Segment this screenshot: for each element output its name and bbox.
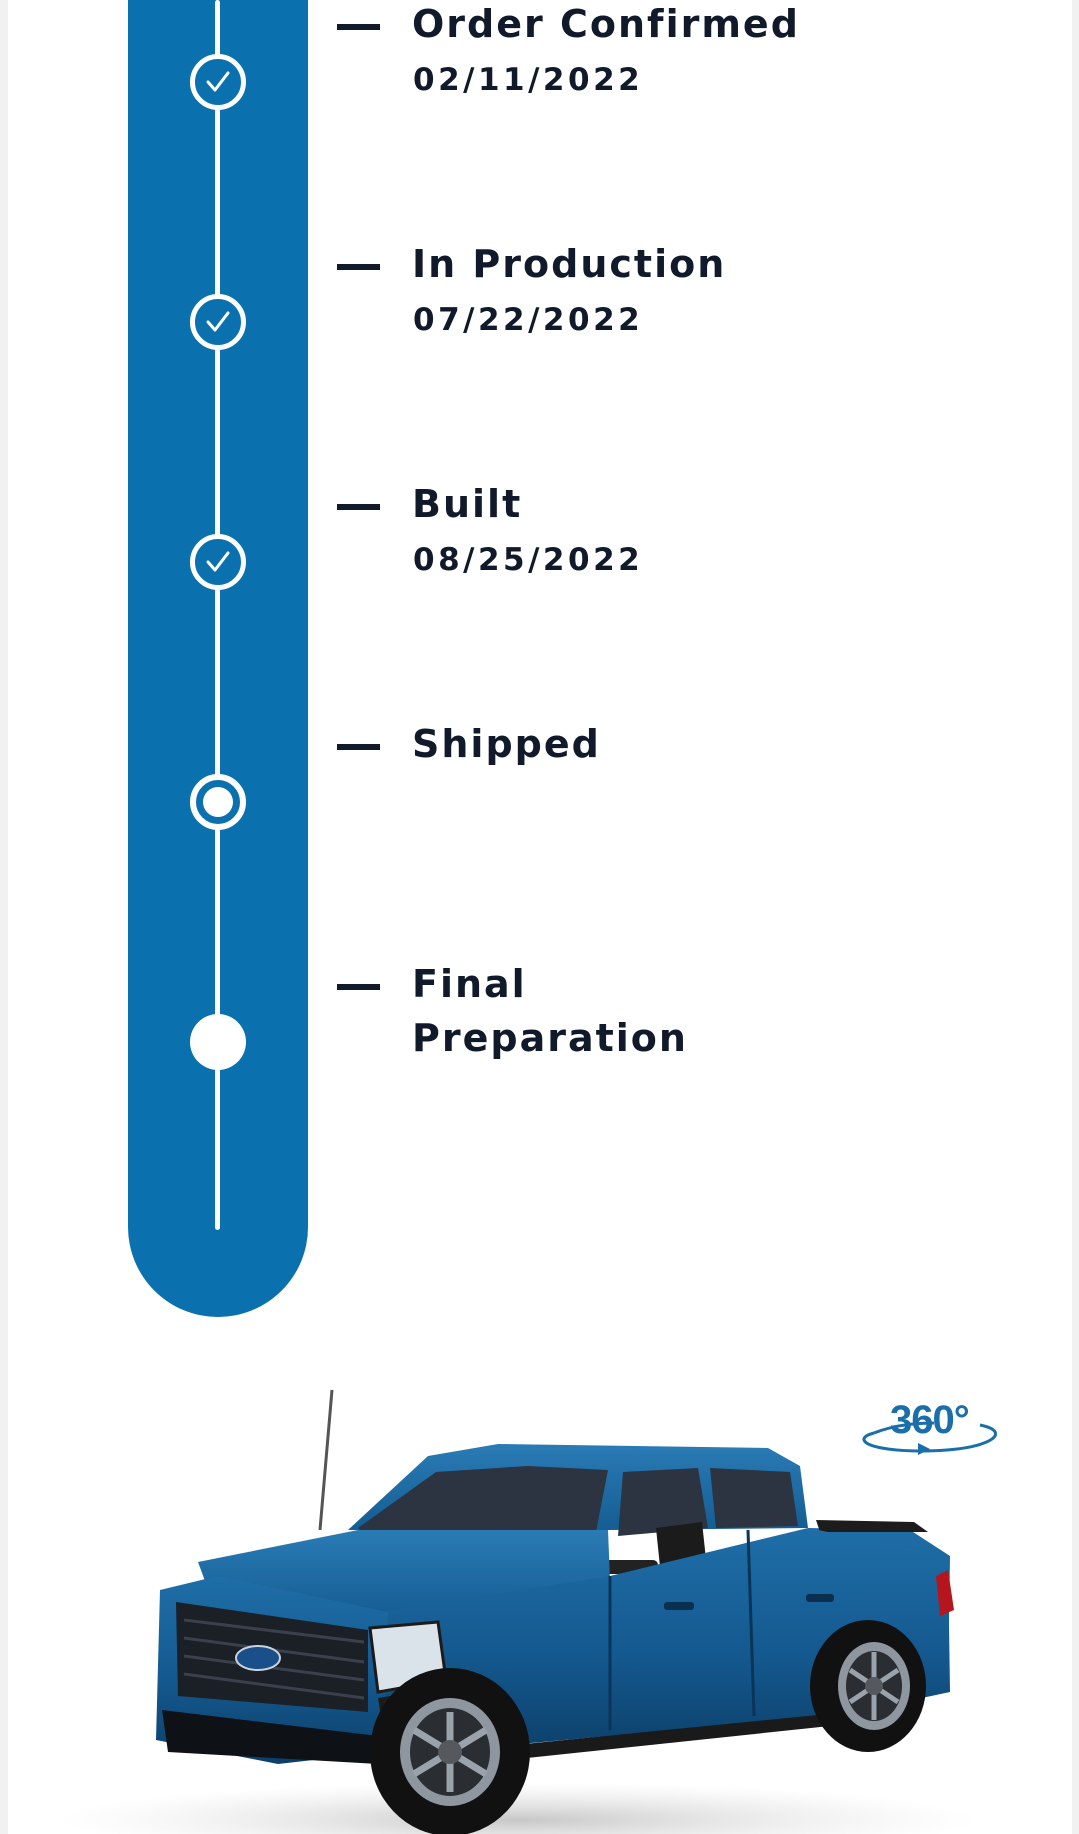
step-date-order-confirmed: 02/11/2022 [413,62,644,98]
step-dash [337,504,380,510]
step-dash [337,24,380,30]
check-circle-icon [190,534,246,590]
view-360-label: 360° [890,1398,970,1442]
step-date-in-production: 07/22/2022 [413,302,644,338]
step-label-order-confirmed: Order Confirmed [412,2,800,46]
timeline-connector-line [215,0,220,1230]
step-dash [337,744,380,750]
check-circle-icon [190,294,246,350]
ring-icon-center [203,787,233,817]
step-label-built: Built [412,482,523,526]
step-dash [337,264,380,270]
check-circle-icon [190,54,246,110]
view-360-button[interactable]: 360° [854,1395,1004,1461]
rotate-360-icon [862,1421,997,1455]
step-label-final-preparation: Final Preparation [412,962,688,1060]
ring-icon [190,774,246,830]
step-label-shipped: Shipped [412,722,601,766]
step-date-built: 08/25/2022 [413,542,644,578]
step-label-in-production: In Production [412,242,727,286]
filled-dot-icon [190,1014,246,1070]
order-tracker-page: Order Confirmed 02/11/2022 In Production… [8,0,1072,1834]
vehicle-image[interactable] [48,1380,1028,1834]
step-dash [337,984,380,990]
